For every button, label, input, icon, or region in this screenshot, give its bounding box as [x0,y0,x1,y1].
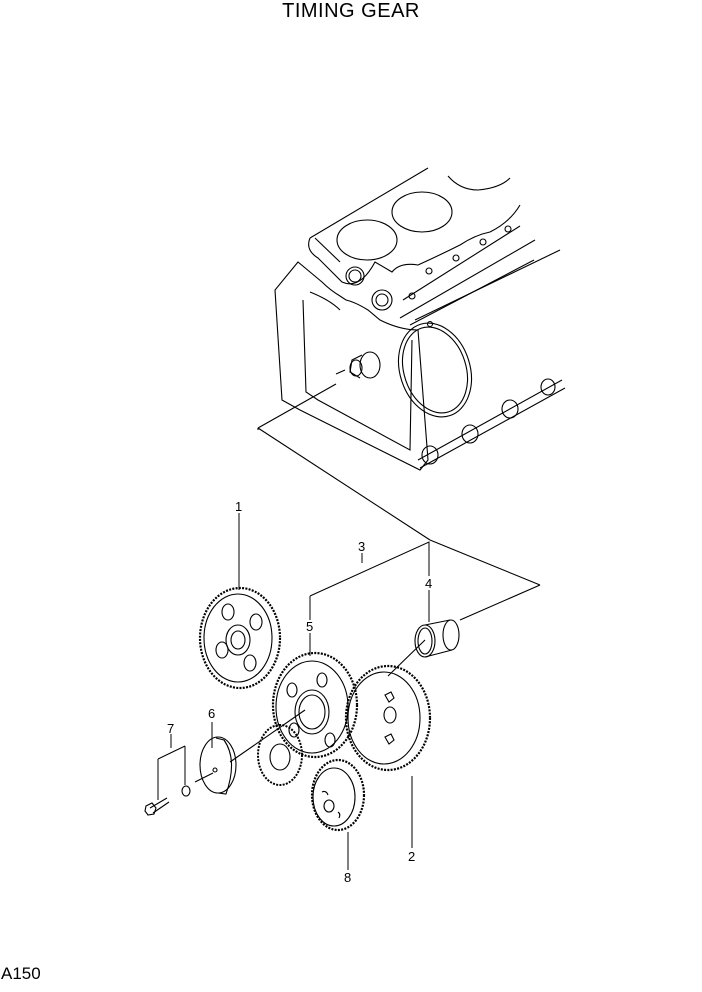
callout-leaders [157,513,430,870]
callout-8: 8 [344,870,351,885]
callout-3: 3 [358,539,365,554]
reference-lines [257,383,541,621]
thrust-plate-6 [194,709,306,795]
callout-5: 5 [306,619,313,634]
callout-labels: 1 2 3 4 5 6 7 8 [167,499,432,885]
gear-1 [198,586,282,690]
page-title: TIMING GEAR [282,0,420,22]
gear-small-rear [257,724,303,786]
callout-1: 1 [235,499,242,514]
bushing-4 [414,619,460,658]
callout-2: 2 [408,849,415,864]
callout-4: 4 [425,576,432,591]
gear-2 [344,639,432,772]
gear-5 [271,651,359,759]
gear-8 [310,758,366,832]
bolt-washer-7 [144,785,191,816]
callout-6: 6 [208,706,215,721]
callout-7: 7 [167,721,174,736]
engine-block [274,167,566,471]
page-code: A150 [1,964,41,983]
